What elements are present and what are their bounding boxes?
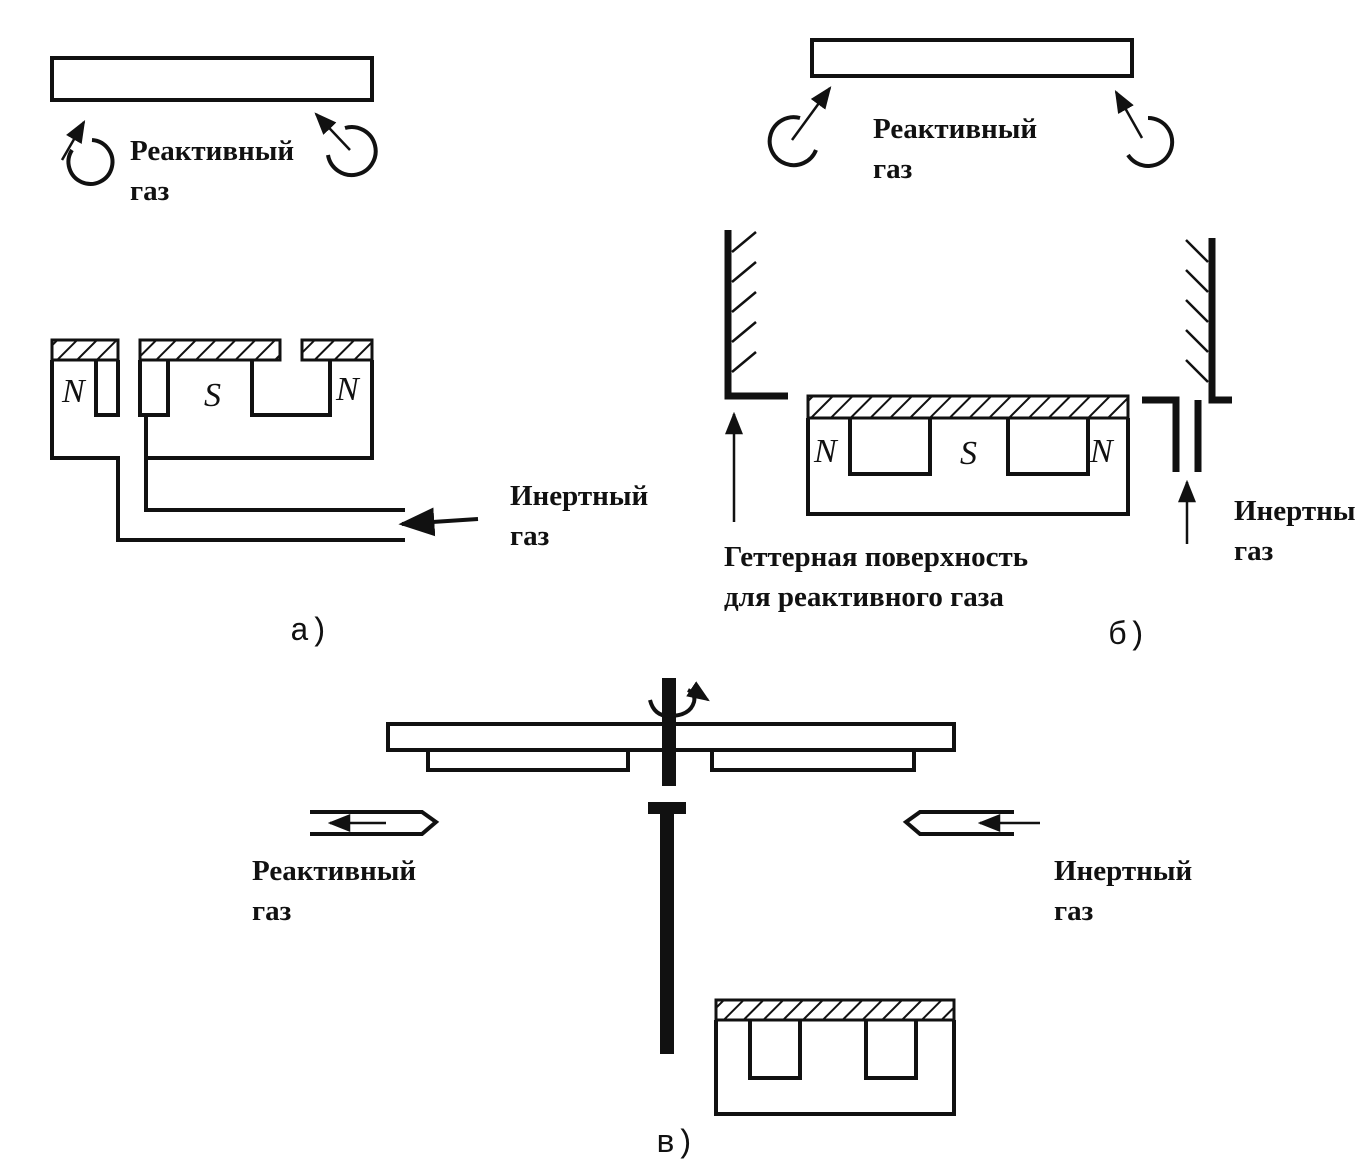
reactive-gas-label-b: Реактивный bbox=[873, 113, 1037, 145]
panel-b: Реактивный газ bbox=[724, 38, 1355, 654]
target-b bbox=[806, 394, 1130, 420]
reactive-swirl-right-icon bbox=[314, 112, 378, 177]
pole-n-left-a: N bbox=[61, 373, 87, 410]
reactive-gas-nozzle bbox=[310, 810, 440, 836]
inert-gas-inlet-b bbox=[1142, 396, 1180, 472]
substrate-a bbox=[50, 56, 374, 102]
reactive-gas-label-c: Реактивный bbox=[252, 855, 416, 887]
getter-label: Геттерная поверхность bbox=[724, 541, 1028, 573]
getter-wall-right bbox=[1185, 238, 1232, 404]
reactive-gas-label-c-2: газ bbox=[252, 895, 291, 927]
inert-gas-label-c: Инертный bbox=[1054, 855, 1192, 887]
pole-s-b: S bbox=[960, 435, 977, 472]
panel-a: Реактивный газ N S N Инертный газ а) bbox=[50, 56, 648, 650]
target-c bbox=[714, 998, 956, 1022]
getter-label-2: для реактивного газа bbox=[724, 581, 1004, 613]
reactive-swirl-left-icon bbox=[60, 120, 115, 186]
substrate-right-c bbox=[710, 750, 916, 772]
reactive-gas-label-a-2: газ bbox=[130, 175, 169, 207]
target-left-a bbox=[50, 338, 120, 362]
shutter-rod bbox=[660, 812, 674, 1054]
caption-a: а) bbox=[290, 613, 328, 650]
caption-b: б) bbox=[1108, 617, 1146, 654]
target-right-a bbox=[300, 338, 374, 362]
substrate-b bbox=[810, 38, 1134, 78]
inert-gas-label-a: Инертный bbox=[510, 480, 648, 512]
caption-c: в) bbox=[656, 1125, 694, 1162]
pole-s-a: S bbox=[204, 377, 221, 414]
inert-gas-label-b: Инертны bbox=[1234, 495, 1355, 527]
inert-gas-label-b-2: газ bbox=[1234, 535, 1273, 567]
getter-wall-left bbox=[724, 230, 788, 400]
panel-c: Реактивный газ Инертный газ в) bbox=[252, 678, 1192, 1162]
reactive-gas-label-b-2: газ bbox=[873, 153, 912, 185]
reactive-swirl-right-b-icon bbox=[1114, 90, 1175, 168]
substrate-left-c bbox=[426, 750, 630, 772]
inert-gas-label-a-2: газ bbox=[510, 520, 549, 552]
inert-gas-arrow-a bbox=[398, 507, 479, 537]
magnet-body-a bbox=[50, 360, 405, 542]
pole-n-right-b: N bbox=[1089, 433, 1115, 470]
rotation-shaft bbox=[662, 678, 676, 786]
rotation-arrow-icon bbox=[648, 681, 710, 719]
magnet-body-c bbox=[714, 1020, 956, 1116]
magnet-body-b bbox=[806, 418, 1130, 516]
inert-gas-label-c-2: газ bbox=[1054, 895, 1093, 927]
target-center-a bbox=[138, 338, 282, 362]
pole-n-left-b: N bbox=[813, 433, 839, 470]
inert-gas-nozzle bbox=[902, 810, 1040, 836]
reactive-gas-label-a: Реактивный bbox=[130, 135, 294, 167]
pole-n-right-a: N bbox=[335, 371, 361, 408]
reactive-swirl-left-b-icon bbox=[767, 86, 832, 168]
